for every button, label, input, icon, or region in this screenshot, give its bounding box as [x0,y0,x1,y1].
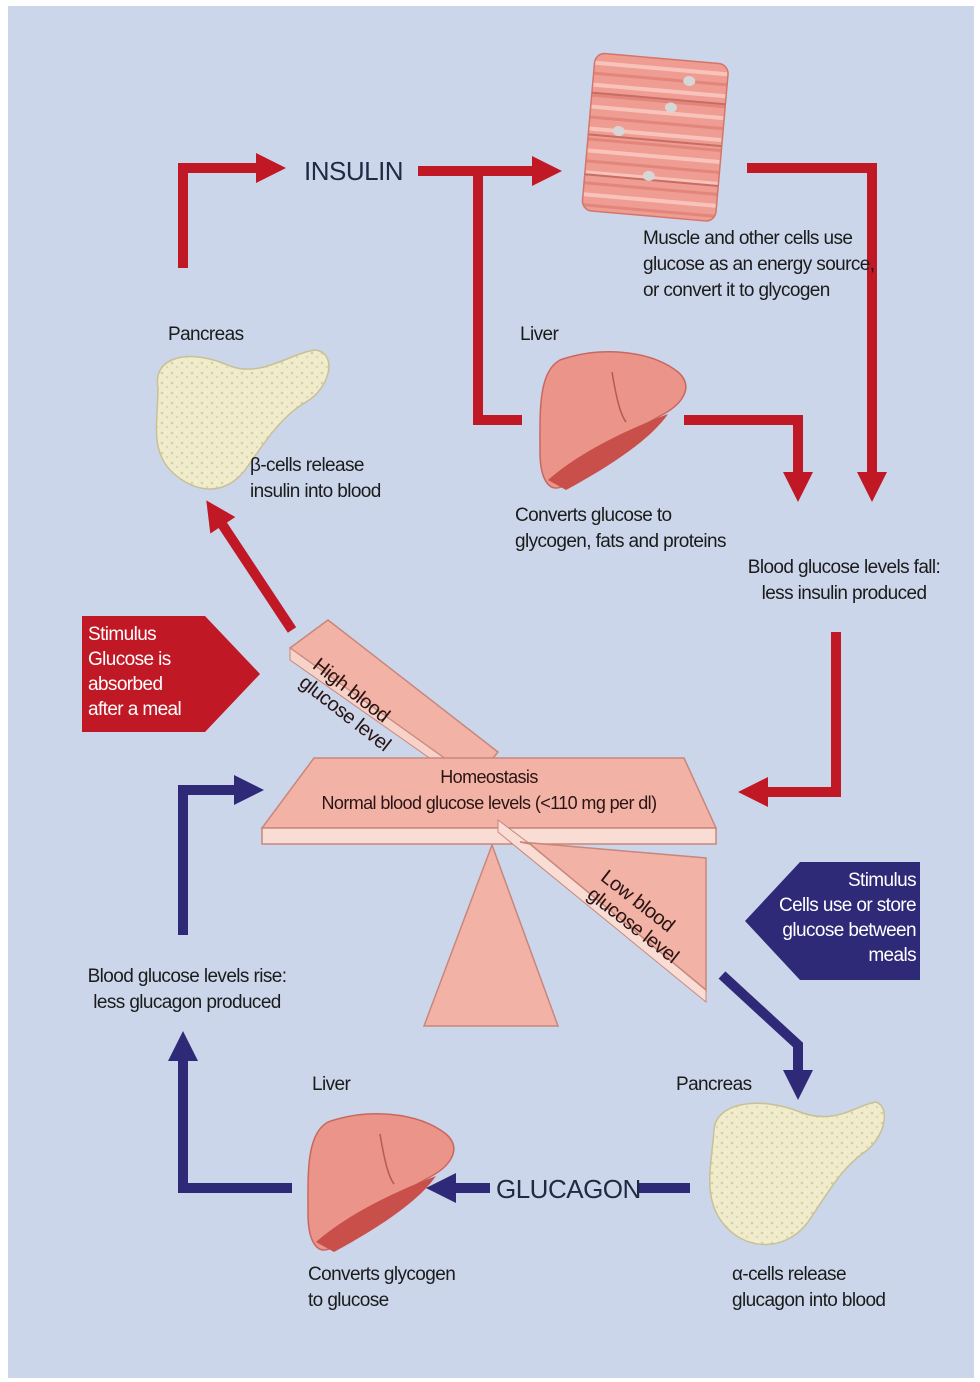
muscle-cells-icon [582,53,729,222]
arrow-result-to-homeostasis [752,632,836,792]
arrow-high-to-pancreas [214,512,292,630]
liver-caption-bottom: Converts glycogen to glucose [308,1262,455,1314]
arrow-low-to-pancreas [722,975,798,1086]
liver-icon [540,352,686,490]
liver-title-bottom: Liver [312,1072,350,1098]
liver-title-top: Liver [520,322,558,348]
pancreas-caption-top: β-cells release insulin into blood [250,453,381,505]
seesaw-fulcrum [424,845,558,1026]
insulin-label: INSULIN [304,156,403,187]
pancreas-caption-bottom: α-cells release glucagon into blood [732,1262,885,1314]
homeostasis-title: Homeostasis [262,766,716,788]
result-fall: Blood glucose levels fall: less insulin … [740,555,948,607]
result-rise: Blood glucose levels rise: less glucagon… [82,964,292,1016]
liver-icon [308,1114,454,1252]
arrow-liver-to-result [684,420,798,488]
pancreas-icon [710,1102,885,1245]
arrow-muscle-to-result [747,168,872,488]
pancreas-title-top: Pancreas [168,322,243,348]
arrow-insulin-to-liver [478,171,522,420]
arrow-liver-to-result [183,1045,292,1188]
stimulus-low-text: Stimulus Cells use or store glucose betw… [752,868,916,968]
stimulus-high-text: Stimulus Glucose is absorbed after a mea… [88,622,181,722]
arrow-pancreas-to-insulin [183,168,272,268]
muscle-caption: Muscle and other cells use glucose as an… [643,226,874,304]
liver-caption-top: Converts glucose to glycogen, fats and p… [515,503,726,555]
glucagon-label: GLUCAGON [496,1174,641,1205]
pancreas-title-bottom: Pancreas [676,1072,751,1098]
homeostasis-text: Normal blood glucose levels (<110 mg per… [262,792,716,814]
arrow-result-to-homeostasis [183,790,250,935]
